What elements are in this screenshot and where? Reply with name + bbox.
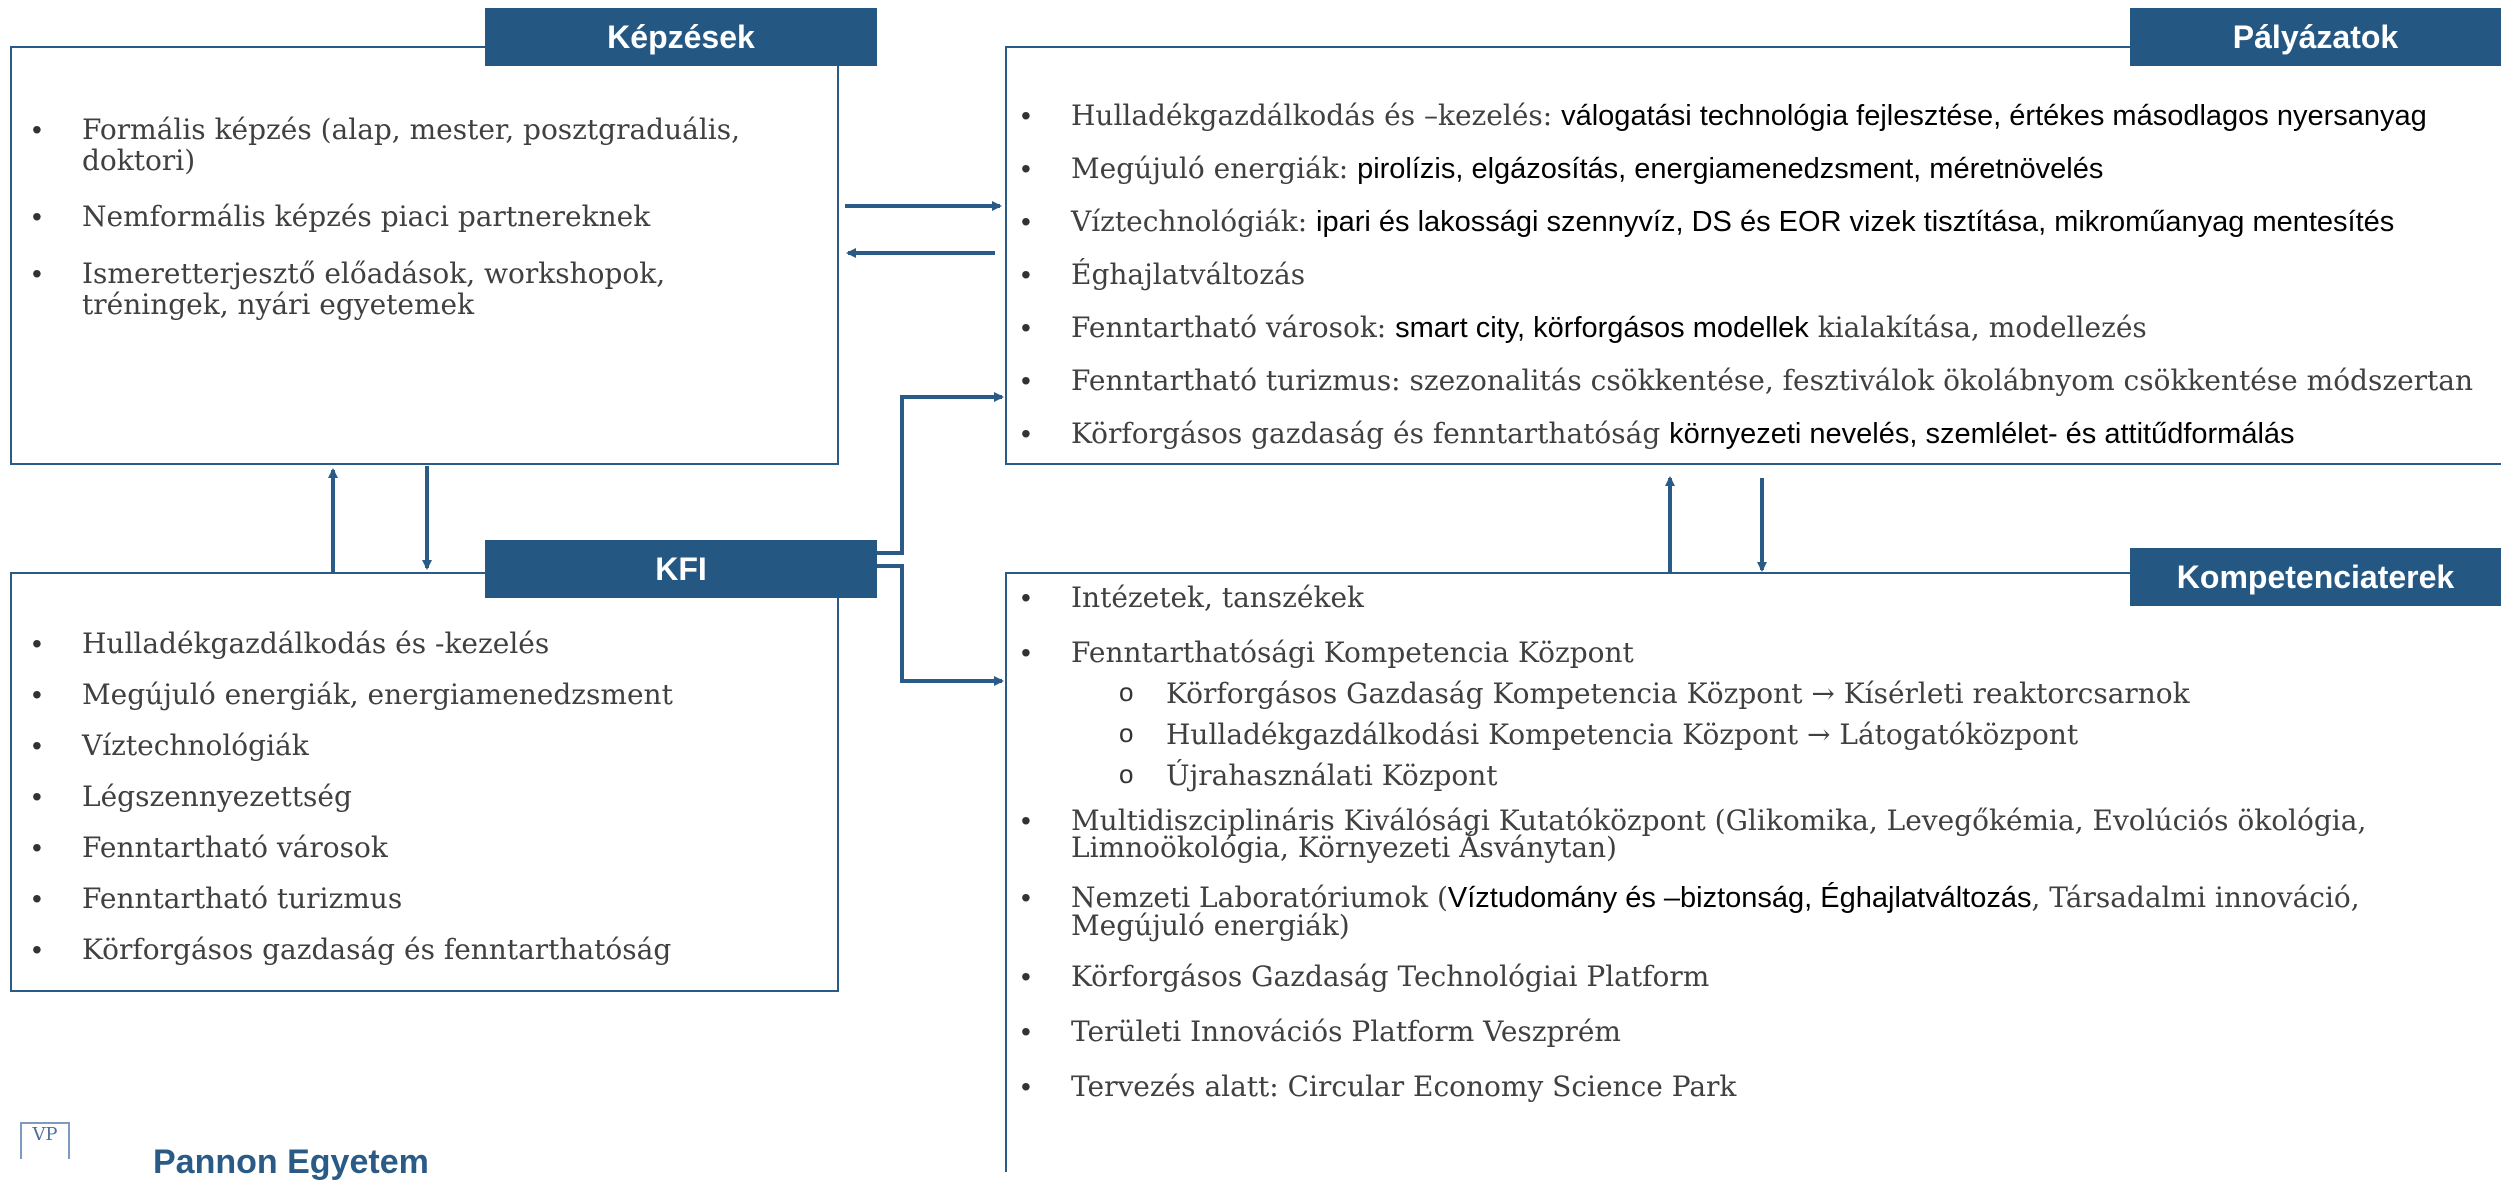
list-item: Fenntartható városok: smart city, körfor…	[1021, 312, 2491, 344]
sub-list-item: Körforgásos Gazdaság Kompetencia Központ…	[1071, 677, 2491, 709]
sub-list-item: Hulladékgazdálkodási Kompetencia Központ…	[1071, 718, 2491, 750]
list-item: Körforgásos Gazdaság Technológiai Platfo…	[1021, 961, 2491, 992]
logo-mark: VP	[32, 1124, 58, 1145]
kfi-list: Hulladékgazdálkodás és -kezelés Megújuló…	[32, 628, 812, 965]
kompetencia-list: Intézetek, tanszékek Fenntarthatósági Ko…	[1021, 582, 2491, 1102]
palyazatok-list: Hulladékgazdálkodás és –kezelés: válogat…	[1021, 100, 2491, 450]
kepzesek-list: Formális képzés (alap, mester, posztgrad…	[32, 114, 792, 320]
kfi-box: Hulladékgazdálkodás és -kezelés Megújuló…	[10, 572, 839, 992]
list-item: Víztechnológiák	[32, 730, 812, 761]
list-item: Multidiszciplináris Kiválósági Kutatóköz…	[1021, 807, 2491, 862]
arrow-kfi-to-palyazatok	[877, 392, 1004, 555]
list-item: Intézetek, tanszékek	[1021, 582, 2491, 613]
kompetencia-box: Intézetek, tanszékek Fenntarthatósági Ko…	[1005, 572, 2501, 1172]
list-item: Fenntartható turizmus: szezonalitás csök…	[1021, 365, 2491, 397]
list-item: Légszennyezettség	[32, 781, 812, 812]
list-item-label: Fenntarthatósági Kompetencia Központ	[1071, 636, 1634, 669]
list-item: Fenntartható városok	[32, 832, 812, 863]
list-item: Megújuló energiák, energiamenedzsment	[32, 679, 812, 710]
kompetencia-title: Kompetenciaterek	[2130, 548, 2501, 606]
kepzesek-box: Formális képzés (alap, mester, posztgrad…	[10, 46, 839, 465]
palyazatok-title: Pályázatok	[2130, 8, 2501, 66]
list-item: Ismeretterjesztő előadások, workshopok, …	[32, 258, 792, 320]
palyazatok-box: Hulladékgazdálkodás és –kezelés: válogat…	[1005, 46, 2501, 465]
kfi-title: KFI	[485, 540, 877, 598]
university-logo: VP	[20, 1122, 70, 1159]
kepzesek-title: Képzések	[485, 8, 877, 66]
list-item: Nemzeti Laboratóriumok (Víztudomány és –…	[1021, 884, 2491, 940]
list-item: Területi Innovációs Platform Veszprém	[1021, 1016, 2491, 1047]
sub-list-item: Újrahasználati Központ	[1071, 759, 2491, 791]
university-name: Pannon Egyetem	[153, 1143, 429, 1181]
arrow-kfi-to-kompetencia	[877, 564, 1004, 686]
list-item: Megújuló energiák: pirolízis, elgázosítá…	[1021, 153, 2491, 185]
list-item: Hulladékgazdálkodás és -kezelés	[32, 628, 812, 659]
list-item: Fenntarthatósági Kompetencia Központ Kör…	[1021, 637, 2491, 791]
list-item: Körforgásos gazdaság és fenntarthatóság …	[1021, 418, 2491, 450]
sub-list: Körforgásos Gazdaság Kompetencia Központ…	[1071, 677, 2491, 791]
list-item: Tervezés alatt: Circular Economy Science…	[1021, 1071, 2491, 1102]
list-item: Hulladékgazdálkodás és –kezelés: válogat…	[1021, 100, 2491, 132]
list-item: Nemformális képzés piaci partnereknek	[32, 201, 792, 232]
list-item: Körforgásos gazdaság és fenntarthatóság	[32, 934, 812, 965]
list-item: Fenntartható turizmus	[32, 883, 812, 914]
list-item: Formális képzés (alap, mester, posztgrad…	[32, 114, 792, 176]
list-item: Víztechnológiák: ipari és lakossági szen…	[1021, 206, 2491, 238]
list-item: Éghajlatváltozás	[1021, 259, 2491, 291]
